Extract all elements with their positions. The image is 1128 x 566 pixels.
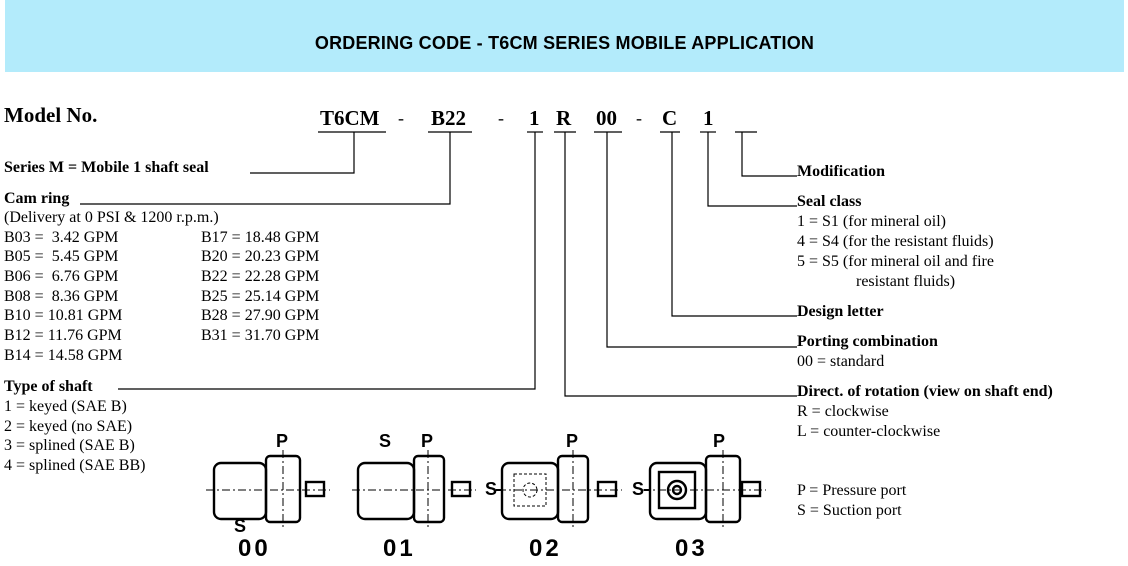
shaft-item: 1 = keyed (SAE B) bbox=[4, 398, 127, 415]
diagram-code: 00 bbox=[238, 535, 271, 562]
suction-port-hidden-circle bbox=[522, 482, 538, 498]
cam-ring-item: B05 = 5.45 GPM bbox=[4, 248, 119, 265]
cam-ring-item: B14 = 14.58 GPM bbox=[4, 347, 123, 364]
shaft-item: 3 = splined (SAE B) bbox=[4, 437, 135, 454]
pump-body bbox=[212, 461, 268, 521]
shaft-item: 2 = keyed (no SAE) bbox=[4, 418, 133, 435]
suction-port-hidden bbox=[513, 473, 547, 507]
design-letter-heading: Design letter bbox=[797, 303, 884, 320]
porting-heading: Porting combination bbox=[797, 333, 938, 350]
cam-ring-item: B10 = 10.81 GPM bbox=[4, 307, 123, 324]
code-series: T6CM bbox=[320, 106, 380, 130]
seal-class-item: 1 = S1 (for mineral oil) bbox=[797, 213, 946, 230]
code-shaft: 1 bbox=[529, 106, 540, 130]
code-dash: - bbox=[398, 108, 404, 128]
code-porting: 00 bbox=[596, 106, 617, 130]
suction-port-label: S bbox=[234, 516, 247, 536]
code-design: C bbox=[662, 106, 678, 130]
cam-ring-item: B22 = 22.28 GPM bbox=[201, 268, 320, 285]
page-title: ORDERING CODE - T6CM SERIES MOBILE APPLI… bbox=[314, 33, 815, 53]
cam-ring-item: B03 = 3.42 GPM bbox=[4, 229, 119, 246]
pump-shaft bbox=[304, 480, 326, 498]
porting-item: 00 = standard bbox=[797, 353, 885, 370]
modification-heading: Modification bbox=[797, 163, 885, 180]
cam-ring-item: B17 = 18.48 GPM bbox=[201, 229, 320, 246]
code-seal: 1 bbox=[703, 106, 714, 130]
diagram-code: 01 bbox=[383, 535, 416, 562]
suction-port-label: S bbox=[632, 479, 645, 499]
diagram-code: 03 bbox=[675, 535, 708, 562]
cam-ring-note: (Delivery at 0 PSI & 1200 r.p.m.) bbox=[4, 209, 219, 226]
cam-ring-heading: Cam ring bbox=[4, 190, 70, 207]
model-label: Model No. bbox=[4, 103, 98, 127]
cam-ring-item: B25 = 25.14 GPM bbox=[201, 288, 320, 305]
pump-body bbox=[356, 461, 416, 521]
cam-ring-item: B08 = 8.36 GPM bbox=[4, 288, 119, 305]
code-cam: B22 bbox=[431, 106, 467, 130]
rotation-heading: Direct. of rotation (view on shaft end) bbox=[797, 383, 1053, 400]
pressure-port-label: P bbox=[276, 431, 289, 451]
cam-ring-item: B12 = 11.76 GPM bbox=[4, 327, 122, 344]
code-dash: - bbox=[498, 108, 504, 128]
rotation-item: R = clockwise bbox=[797, 403, 889, 420]
series-text: Series M = Mobile 1 shaft seal bbox=[4, 159, 209, 176]
seal-class-item: 4 = S4 (for the resistant fluids) bbox=[797, 233, 994, 250]
cam-ring-item: B20 = 20.23 GPM bbox=[201, 248, 320, 265]
pump-body bbox=[500, 461, 560, 521]
code-dash: - bbox=[636, 108, 642, 128]
code-rotation: R bbox=[556, 106, 572, 130]
shaft-item: 4 = splined (SAE BB) bbox=[4, 457, 146, 474]
pump-shaft bbox=[450, 480, 472, 498]
diagram-code: 02 bbox=[529, 535, 562, 562]
title-banner: ORDERING CODE - T6CM SERIES MOBILE APPLI… bbox=[5, 0, 1124, 72]
rotation-item: L = counter-clockwise bbox=[797, 423, 941, 440]
cam-ring-item: B28 = 27.90 GPM bbox=[201, 307, 320, 324]
shaft-heading: Type of shaft bbox=[4, 378, 93, 395]
pump-shaft bbox=[596, 480, 618, 498]
pressure-port-label: P bbox=[713, 431, 726, 451]
cam-ring-item: B06 = 6.76 GPM bbox=[4, 268, 119, 285]
pump-shaft bbox=[740, 480, 762, 498]
suction-port-label: S bbox=[379, 431, 392, 451]
pressure-port-label: P bbox=[421, 431, 434, 451]
suction-port-label: S bbox=[485, 479, 498, 499]
seal-class-item: 5 = S5 (for mineral oil and fire bbox=[797, 253, 994, 270]
cam-ring-item: B31 = 31.70 GPM bbox=[201, 327, 320, 344]
port-legend-item: P = Pressure port bbox=[797, 482, 907, 499]
seal-class-heading: Seal class bbox=[797, 193, 862, 210]
pump-flange bbox=[412, 454, 446, 524]
pressure-port-label: P bbox=[566, 431, 579, 451]
seal-class-item: resistant fluids) bbox=[856, 273, 956, 290]
port-legend-item: S = Suction port bbox=[797, 502, 902, 519]
